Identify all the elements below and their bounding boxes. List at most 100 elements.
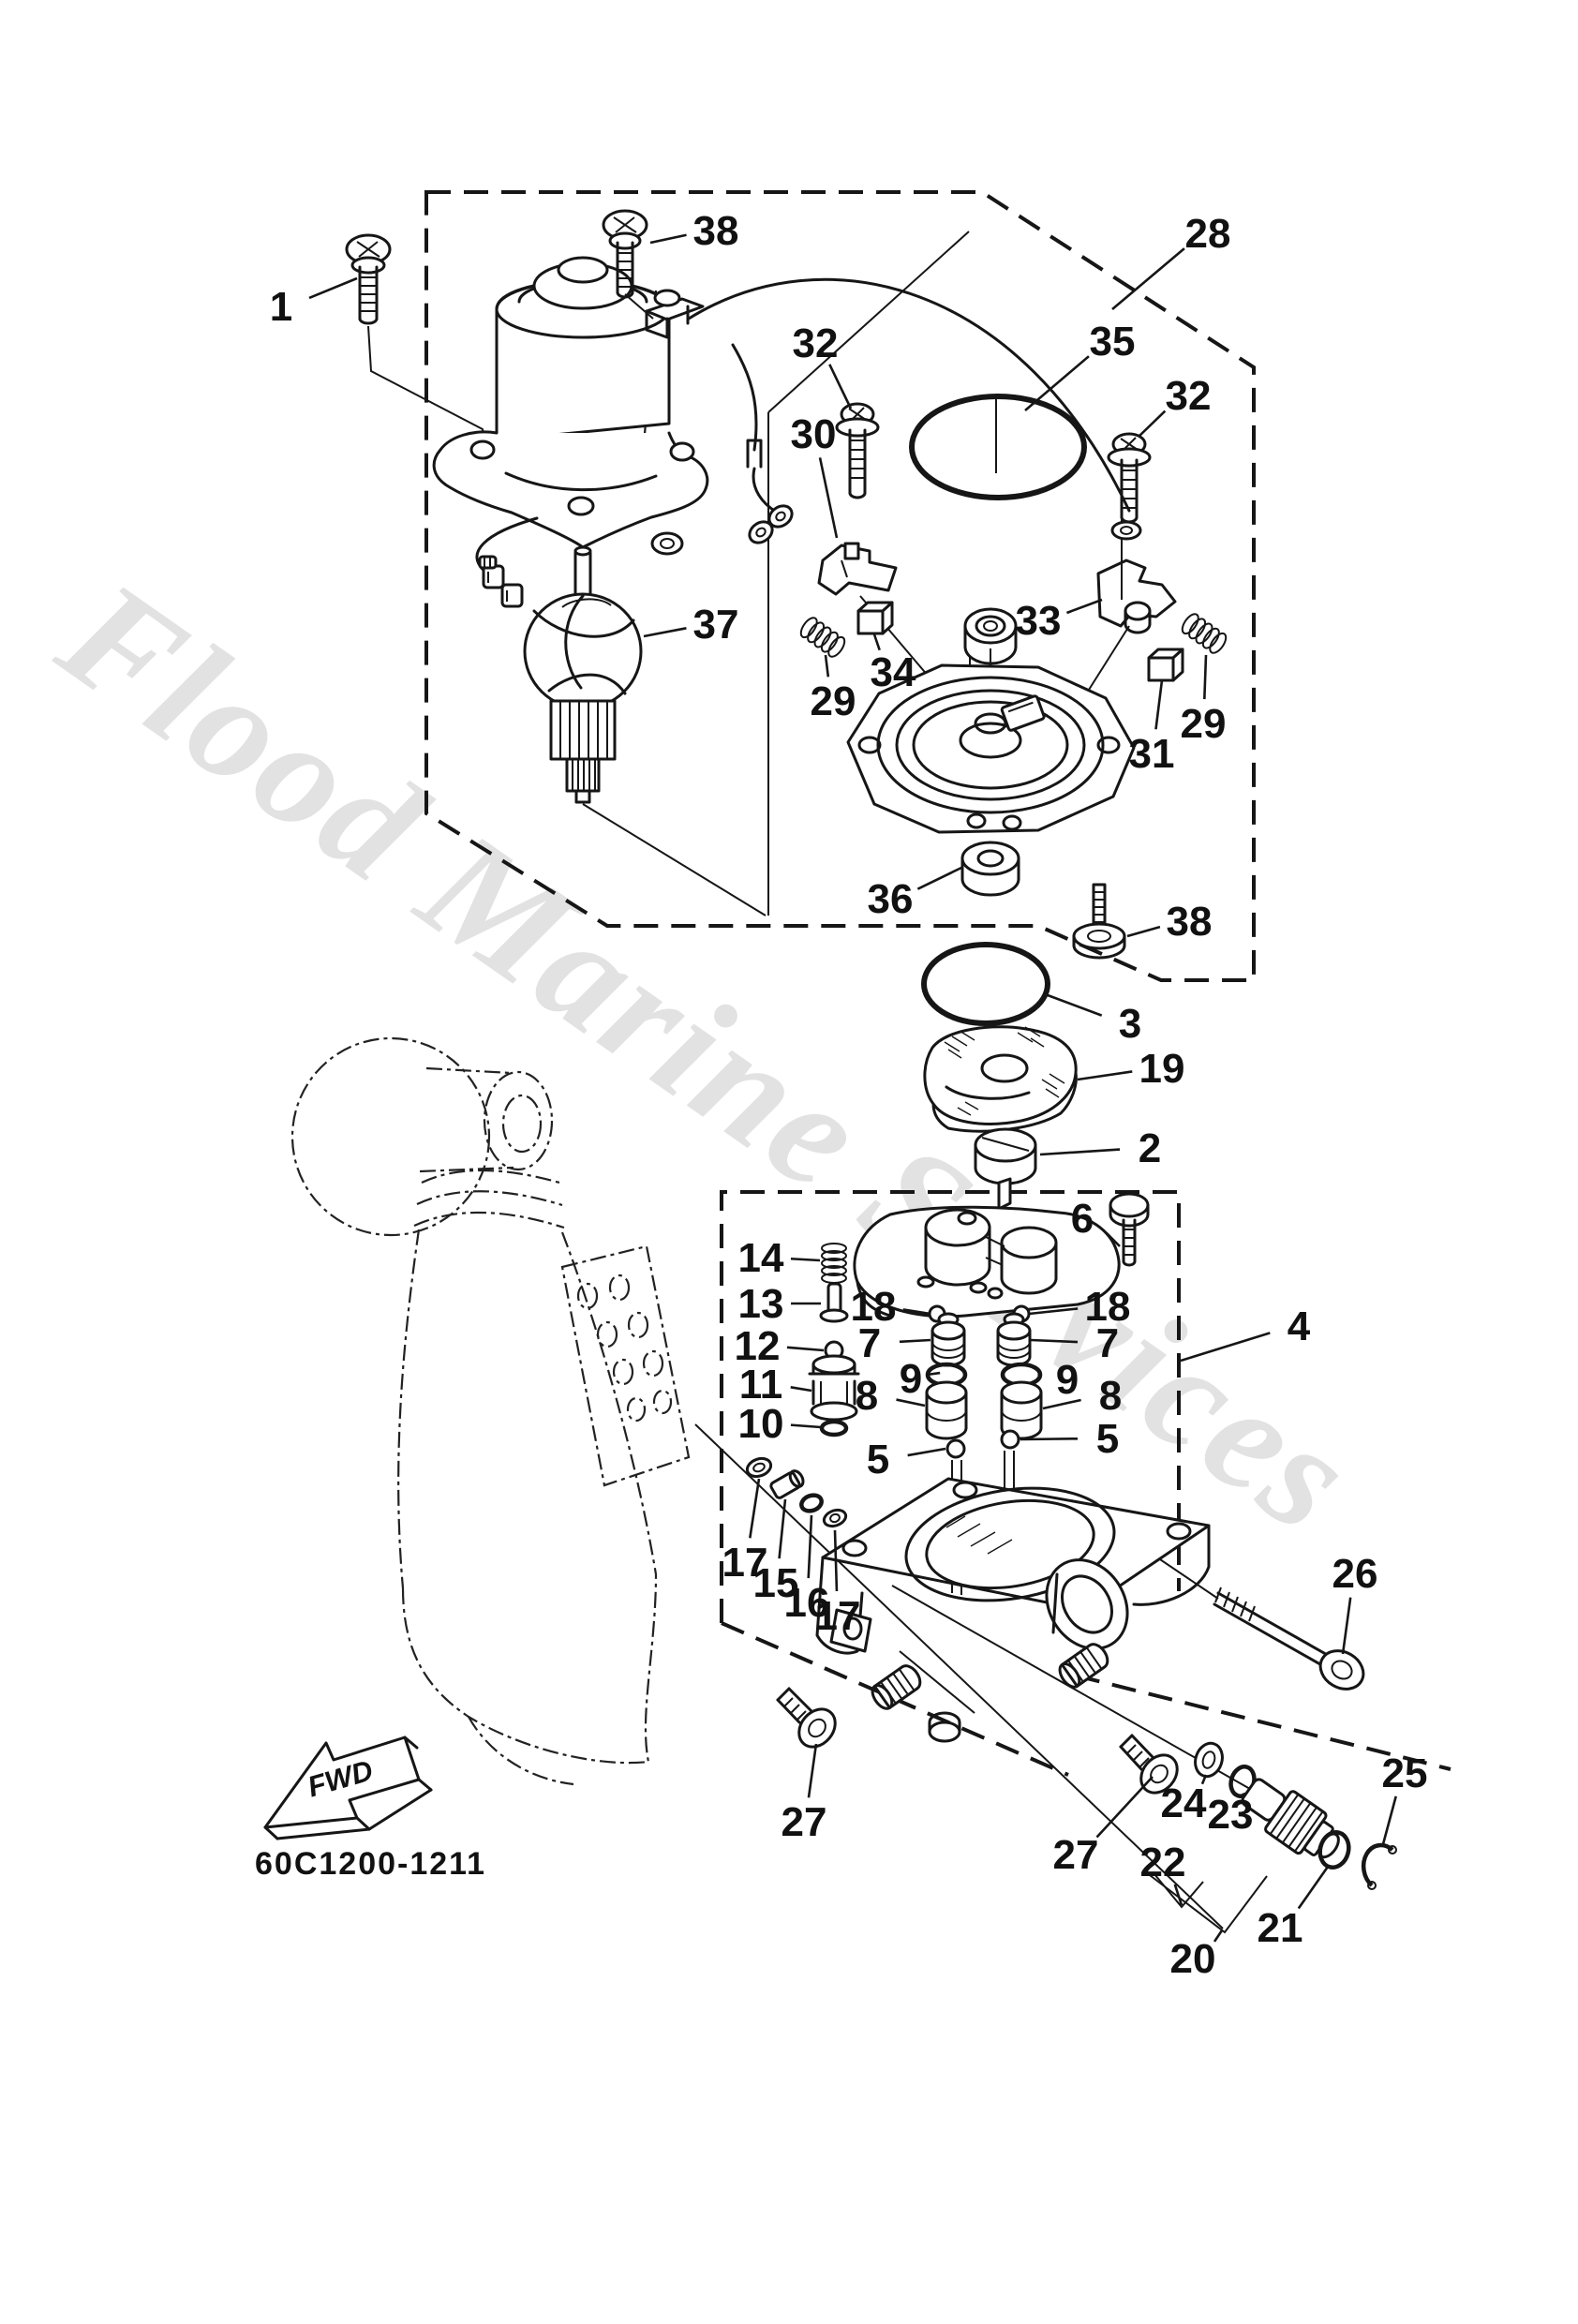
callout-part-38-top: 38 xyxy=(649,208,738,254)
seal-washer-17b xyxy=(822,1508,848,1528)
callout-leader-part-36 xyxy=(916,866,962,890)
callout-label-part-17-right: 17 xyxy=(815,1593,861,1639)
callout-part-10: 10 xyxy=(738,1401,822,1447)
plug-15 xyxy=(769,1469,805,1499)
pump-seal-36 xyxy=(960,841,1020,897)
callout-label-part-18-left: 18 xyxy=(851,1284,897,1330)
callout-label-part-5-right: 5 xyxy=(1096,1416,1119,1462)
callout-label-part-12: 12 xyxy=(735,1323,781,1369)
callout-part-8-right: 8 xyxy=(1042,1373,1122,1419)
callout-label-part-20: 20 xyxy=(1170,1936,1216,1982)
callout-label-part-23: 23 xyxy=(1208,1792,1254,1838)
callout-leader-part-8-left xyxy=(896,1398,926,1408)
pump-cover-plate xyxy=(853,1205,1121,1318)
callout-leader-part-3 xyxy=(1047,993,1103,1017)
callout-leader-part-37 xyxy=(643,627,687,638)
callout-leader-part-7-right xyxy=(1030,1338,1079,1344)
callout-leader-part-31 xyxy=(1154,679,1164,730)
brush-34 xyxy=(856,601,894,635)
callout-part-18-right: 18 xyxy=(1028,1284,1130,1330)
callout-label-part-15: 15 xyxy=(753,1560,799,1606)
callout-leader-part-1 xyxy=(308,276,358,300)
callout-label-part-16: 16 xyxy=(784,1580,830,1626)
callout-label-part-38-bottom: 38 xyxy=(1167,899,1213,945)
callout-label-part-26: 26 xyxy=(1332,1551,1378,1597)
washer-24 xyxy=(1194,1741,1224,1779)
callout-label-part-7-left: 7 xyxy=(858,1320,881,1366)
callout-label-part-13: 13 xyxy=(738,1281,784,1327)
screw-27-right xyxy=(1119,1734,1179,1795)
filter-19 xyxy=(923,1025,1078,1133)
callout-part-38-bottom: 38 xyxy=(1126,899,1213,945)
callout-leader-part-17-left xyxy=(749,1478,761,1539)
valve-7-left xyxy=(930,1312,966,1367)
callout-label-part-29-right: 29 xyxy=(1181,701,1227,747)
callout-part-33: 33 xyxy=(1016,598,1103,644)
o-ring-21 xyxy=(1317,1829,1351,1870)
callout-part-27-right: 27 xyxy=(1053,1776,1154,1878)
callout-label-part-36: 36 xyxy=(868,876,914,922)
callout-leader-part-8-right xyxy=(1042,1398,1081,1410)
callout-leader-part-18-left xyxy=(902,1308,931,1316)
pump-o-ring-35 xyxy=(909,394,1087,500)
callout-part-32-right: 32 xyxy=(1138,373,1212,438)
pump-housing xyxy=(846,663,1136,834)
ribbed-plug-right xyxy=(1058,1643,1109,1689)
callout-label-part-17-left: 17 xyxy=(722,1540,768,1586)
callout-part-5-right: 5 xyxy=(1020,1416,1119,1462)
callout-part-25: 25 xyxy=(1382,1750,1427,1845)
callout-leader-part-10 xyxy=(790,1423,822,1429)
callout-label-part-7-right: 7 xyxy=(1096,1320,1119,1366)
callout-leader-part-20 xyxy=(1213,1929,1224,1943)
callout-part-1: 1 xyxy=(270,276,358,330)
callout-part-19: 19 xyxy=(1077,1046,1184,1092)
circlip-25 xyxy=(1361,1842,1397,1890)
callout-part-24: 24 xyxy=(1161,1774,1208,1826)
ribbed-plug-left xyxy=(871,1664,922,1710)
callout-label-part-32-left: 32 xyxy=(793,320,839,366)
callout-part-14: 14 xyxy=(738,1235,821,1281)
o-ring-16 xyxy=(799,1493,824,1513)
reservoir-o-ring-3 xyxy=(921,942,1050,1026)
motor-subassembly-box xyxy=(424,190,1256,982)
callout-leader-part-12 xyxy=(786,1346,825,1352)
callout-leader-part-4 xyxy=(1180,1332,1271,1363)
brush-spring-29-left xyxy=(799,617,846,658)
callout-label-part-14: 14 xyxy=(738,1235,784,1281)
screw-32-right xyxy=(1107,432,1152,524)
armature-37 xyxy=(523,545,643,804)
callout-label-part-35: 35 xyxy=(1090,319,1136,365)
callout-label-part-2: 2 xyxy=(1139,1125,1161,1171)
callout-leader-part-17-right xyxy=(833,1529,839,1592)
callout-leader-part-22 xyxy=(1173,1884,1184,1906)
callout-label-part-34: 34 xyxy=(871,649,916,695)
screw-38-bottom xyxy=(1072,883,1126,960)
callout-label-part-30: 30 xyxy=(791,411,837,457)
callout-part-29-right: 29 xyxy=(1181,654,1227,747)
callout-leader-part-14 xyxy=(790,1257,821,1262)
callout-leader-part-16 xyxy=(807,1514,813,1579)
callout-label-part-5-left: 5 xyxy=(867,1437,889,1482)
callout-label-part-28: 28 xyxy=(1185,211,1231,257)
callout-part-16: 16 xyxy=(784,1514,830,1626)
callout-leader-part-26 xyxy=(1341,1597,1352,1655)
callout-label-part-22: 22 xyxy=(1140,1840,1186,1885)
fwd-arrow: FWD xyxy=(263,1736,433,1840)
callout-part-18-left: 18 xyxy=(851,1284,931,1330)
callout-label-part-10: 10 xyxy=(738,1401,784,1447)
callout-leader-part-11 xyxy=(790,1386,812,1393)
callout-label-part-32-right: 32 xyxy=(1166,373,1212,419)
callout-part-9-right: 9 xyxy=(1037,1357,1079,1403)
callout-leader-part-23 xyxy=(1242,1792,1247,1796)
callout-part-34: 34 xyxy=(871,633,916,695)
callout-leader-part-27-right xyxy=(1095,1776,1154,1839)
callout-leader-part-9-left xyxy=(926,1371,941,1377)
tilt-unit-phantom xyxy=(290,1036,691,1786)
callout-part-13: 13 xyxy=(738,1281,821,1327)
callout-part-32-left: 32 xyxy=(793,320,853,410)
callout-part-4: 4 xyxy=(1180,1304,1311,1363)
motor-screw-38-top xyxy=(602,209,648,299)
callout-part-28: 28 xyxy=(1111,211,1231,310)
